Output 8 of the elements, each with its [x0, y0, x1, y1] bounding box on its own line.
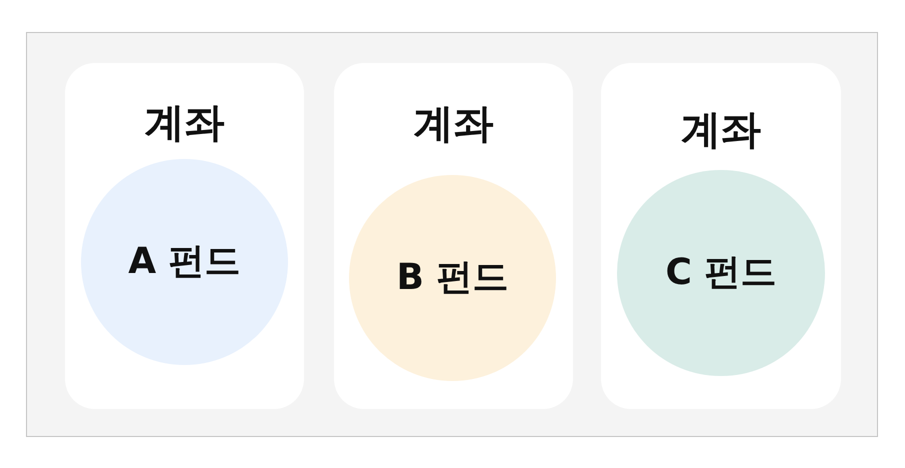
account-card [334, 63, 573, 409]
fund-label: B 펀드 [396, 256, 508, 300]
fund-label: C 펀드 [666, 251, 776, 295]
fund-label: A 펀드 [128, 240, 241, 284]
account-card [601, 63, 841, 409]
card-title: 계좌 [680, 106, 762, 154]
card-title: 계좌 [412, 100, 494, 148]
card-title: 계좌 [144, 99, 226, 147]
